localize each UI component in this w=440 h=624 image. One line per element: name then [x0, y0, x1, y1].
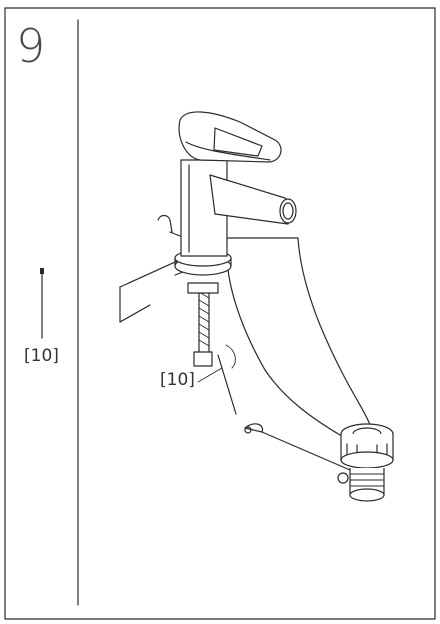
pop-up-drain: [337, 423, 394, 502]
basin-outline: [119, 237, 371, 436]
drain-linkage: [244, 423, 351, 471]
page-border: [4, 7, 436, 620]
supply-hose: [187, 282, 219, 367]
sidebar-part-label: [10]: [24, 346, 59, 366]
faucet-body: [157, 111, 297, 276]
callout-leader: [197, 367, 223, 383]
diagram-callout-label: [10]: [160, 370, 195, 390]
lift-rod: [217, 344, 237, 415]
step-number: 9: [16, 19, 46, 73]
part-lift-rod-icon: [40, 268, 44, 339]
